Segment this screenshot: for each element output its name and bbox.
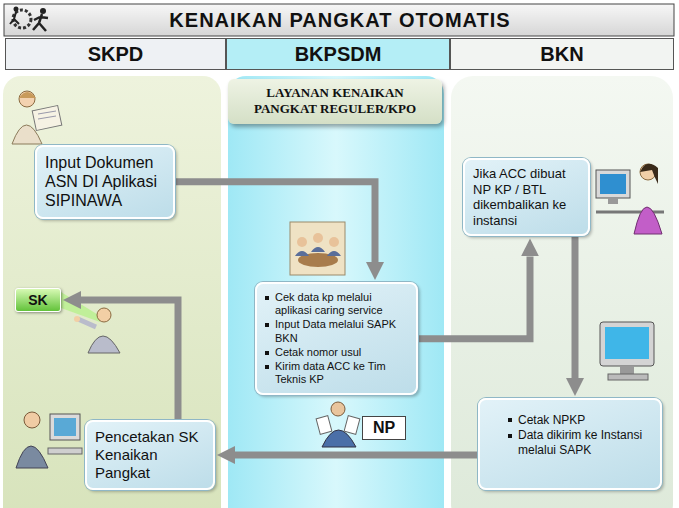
document-tag: SK <box>15 288 61 312</box>
node-text: BKN <box>540 43 583 66</box>
photo-frame <box>290 222 345 275</box>
column-header: BKPSDM <box>226 38 450 70</box>
runner-head <box>40 8 46 14</box>
monitor <box>596 170 630 198</box>
woman-computer-figure <box>596 164 664 234</box>
figure-arm <box>78 319 96 327</box>
figure-head <box>24 412 40 428</box>
woman-blueprint-figure <box>12 91 62 144</box>
service-banner: LAYANAN KENAIKAN PANGKAT REGULER/KPO <box>228 79 442 124</box>
figure-hand <box>74 316 80 322</box>
figure-body <box>88 336 120 353</box>
node-text: Jika ACC dibuat NP KP / BTL dikembalikan… <box>473 166 580 228</box>
figure-hair <box>640 164 658 184</box>
monitor-stand <box>620 366 634 374</box>
figure-body <box>634 207 662 234</box>
bullet-mark <box>265 351 269 355</box>
computer-figure <box>600 322 654 380</box>
paper <box>316 416 332 435</box>
monitor <box>50 414 80 440</box>
column-header: SKPD <box>5 38 226 70</box>
flow-arrow <box>572 236 579 378</box>
man-papers-figure <box>316 402 360 447</box>
bullet-mark <box>265 323 269 327</box>
node-text: SKPD <box>88 43 144 66</box>
flow-arrow <box>235 452 478 459</box>
runner-body <box>10 12 19 24</box>
process-box: Input Dokumen ASN DI Aplikasi SIPINAWA <box>35 145 175 219</box>
flow-arrow <box>81 300 178 420</box>
meeting-photo <box>290 222 345 275</box>
flow-arrow <box>418 256 530 338</box>
column-header: BKN <box>450 38 674 70</box>
man-pointing-figure <box>74 308 120 353</box>
column-panel <box>3 76 221 508</box>
bullet-row: Data dikirim ke Instansi melalui SAPK <box>508 428 652 457</box>
bullet-mark <box>265 296 269 300</box>
monitor-base <box>608 374 648 380</box>
monitor-stand <box>608 198 618 204</box>
node-text: SK <box>18 292 58 308</box>
bullet-text: Data dikirim ke Instansi melalui SAPK <box>518 428 652 457</box>
bullet-text: Cetak NPKP <box>518 413 585 427</box>
figure-head <box>19 91 35 107</box>
column-panel <box>451 76 673 508</box>
node-text: Pencetakan SK Kenaikan Pangkat <box>95 428 205 482</box>
bullet-text: Input Data melalui SAPK BKN <box>275 318 408 344</box>
screen <box>605 327 649 359</box>
keyboard <box>48 448 82 454</box>
process-box: Cetak NPKPData dikirim ke Instansi melal… <box>478 398 662 490</box>
screen <box>600 174 626 194</box>
blueprint <box>32 106 62 131</box>
person-head <box>329 237 339 247</box>
blueprint-lines <box>38 111 56 119</box>
process-box: Jika ACC dibuat NP KP / BTL dikembalikan… <box>463 158 590 236</box>
paper <box>344 416 360 435</box>
document-tag: NP <box>362 416 406 440</box>
person-bodies <box>295 247 341 256</box>
person-head <box>297 237 307 247</box>
figure-hair <box>19 92 36 98</box>
bullet-text: Kirim data ACC ke Tim Teknis KP <box>275 360 408 386</box>
bullet-row: Cetak nomor usul <box>265 346 408 359</box>
process-box: Cek data kp melalui aplikasi caring serv… <box>255 282 418 395</box>
bullet-row: Cetak NPKP <box>508 413 652 427</box>
person-head <box>313 233 323 243</box>
column-panel <box>228 76 444 508</box>
figure-head <box>331 402 345 416</box>
bullet-text: Cetak nomor usul <box>275 346 361 359</box>
diagram-title: KENAIKAN PANGKAT OTOMATIS <box>60 4 620 36</box>
title-bar <box>4 4 674 36</box>
figure-body <box>16 446 48 468</box>
monitor <box>600 322 654 366</box>
man-computer-figure <box>16 412 82 468</box>
figure-head <box>97 308 111 322</box>
screen <box>54 418 76 436</box>
bullet-text: Cek data kp melalui aplikasi caring serv… <box>275 291 408 317</box>
bullet-mark <box>265 365 269 369</box>
node-text: BKPSDM <box>295 43 382 66</box>
node-text: NP <box>365 419 403 437</box>
runner-body <box>33 14 48 31</box>
bullet-mark <box>508 418 512 422</box>
title-icon <box>10 7 48 32</box>
bullet-row: Cek data kp melalui aplikasi caring serv… <box>265 291 408 317</box>
bullet-row: Kirim data ACC ke Tim Teknis KP <box>265 360 408 386</box>
flow-arrow <box>175 182 375 262</box>
bullet-row: Input Data melalui SAPK BKN <box>265 318 408 344</box>
node-text: Input Dokumen ASN DI Aplikasi SIPINAWA <box>45 153 165 211</box>
process-box: Pencetakan SK Kenaikan Pangkat <box>85 420 215 490</box>
bullet-mark <box>508 434 512 438</box>
runner-head <box>14 7 19 12</box>
node-text: LAYANAN KENAIKAN PANGKAT REGULER/KPO <box>238 85 432 118</box>
